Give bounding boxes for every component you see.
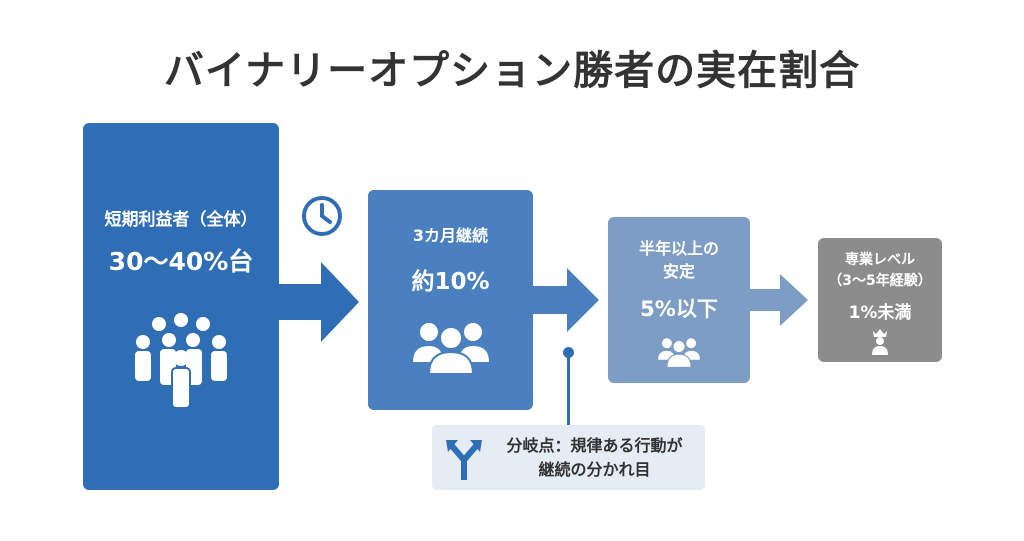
stage-3-months: 3カ月継続 約10% [368,190,533,410]
crowned-person-icon [872,329,888,355]
stage-label: 半年以上の安定 [639,237,719,283]
arrow-right-icon [279,262,359,342]
stage-value: 5%以下 [640,297,718,321]
stage-value: 1%未満 [848,303,912,323]
callout-text: 分岐点：規律ある行動が継続の分かれ目 [484,434,705,482]
clock-icon [302,196,342,236]
group-icon [412,323,489,374]
stage-label-line2: （3〜5年経験） [828,273,932,289]
connector-dot [563,347,574,358]
stage-label: 3カ月継続 [412,226,489,245]
page-title: バイナリーオプション勝者の実在割合 [163,48,861,94]
stage-label-line1: 専業レベル [844,252,915,268]
stage-short-term: 短期利益者（全体） 30〜40%台 [83,123,279,490]
connector-line [567,355,570,427]
arrow-right-icon [533,268,599,332]
small-group-icon [658,338,700,368]
stage-label-line1: 半年以上の [638,239,719,258]
callout-line1: 分岐点：規律ある行動が [506,435,683,455]
stage-professional: 専業レベル （3〜5年経験） 1%未満 [818,238,942,362]
stage-value: 約10% [411,269,490,295]
arrow-right-icon [750,274,808,326]
stage-label: 専業レベル （3〜5年経験） [828,250,931,292]
callout-line2: 継続の分かれ目 [538,459,651,479]
stage-label-line2: 安定 [662,262,695,281]
stage-half-year: 半年以上の安定 5%以下 [608,217,750,383]
branch-point-callout: 分岐点：規律ある行動が継続の分かれ目 [432,425,705,490]
stage-label: 短期利益者（全体） [104,210,258,230]
crowd-icon [135,313,227,409]
stage-value: 30〜40%台 [108,247,254,276]
fork-icon [446,439,482,480]
